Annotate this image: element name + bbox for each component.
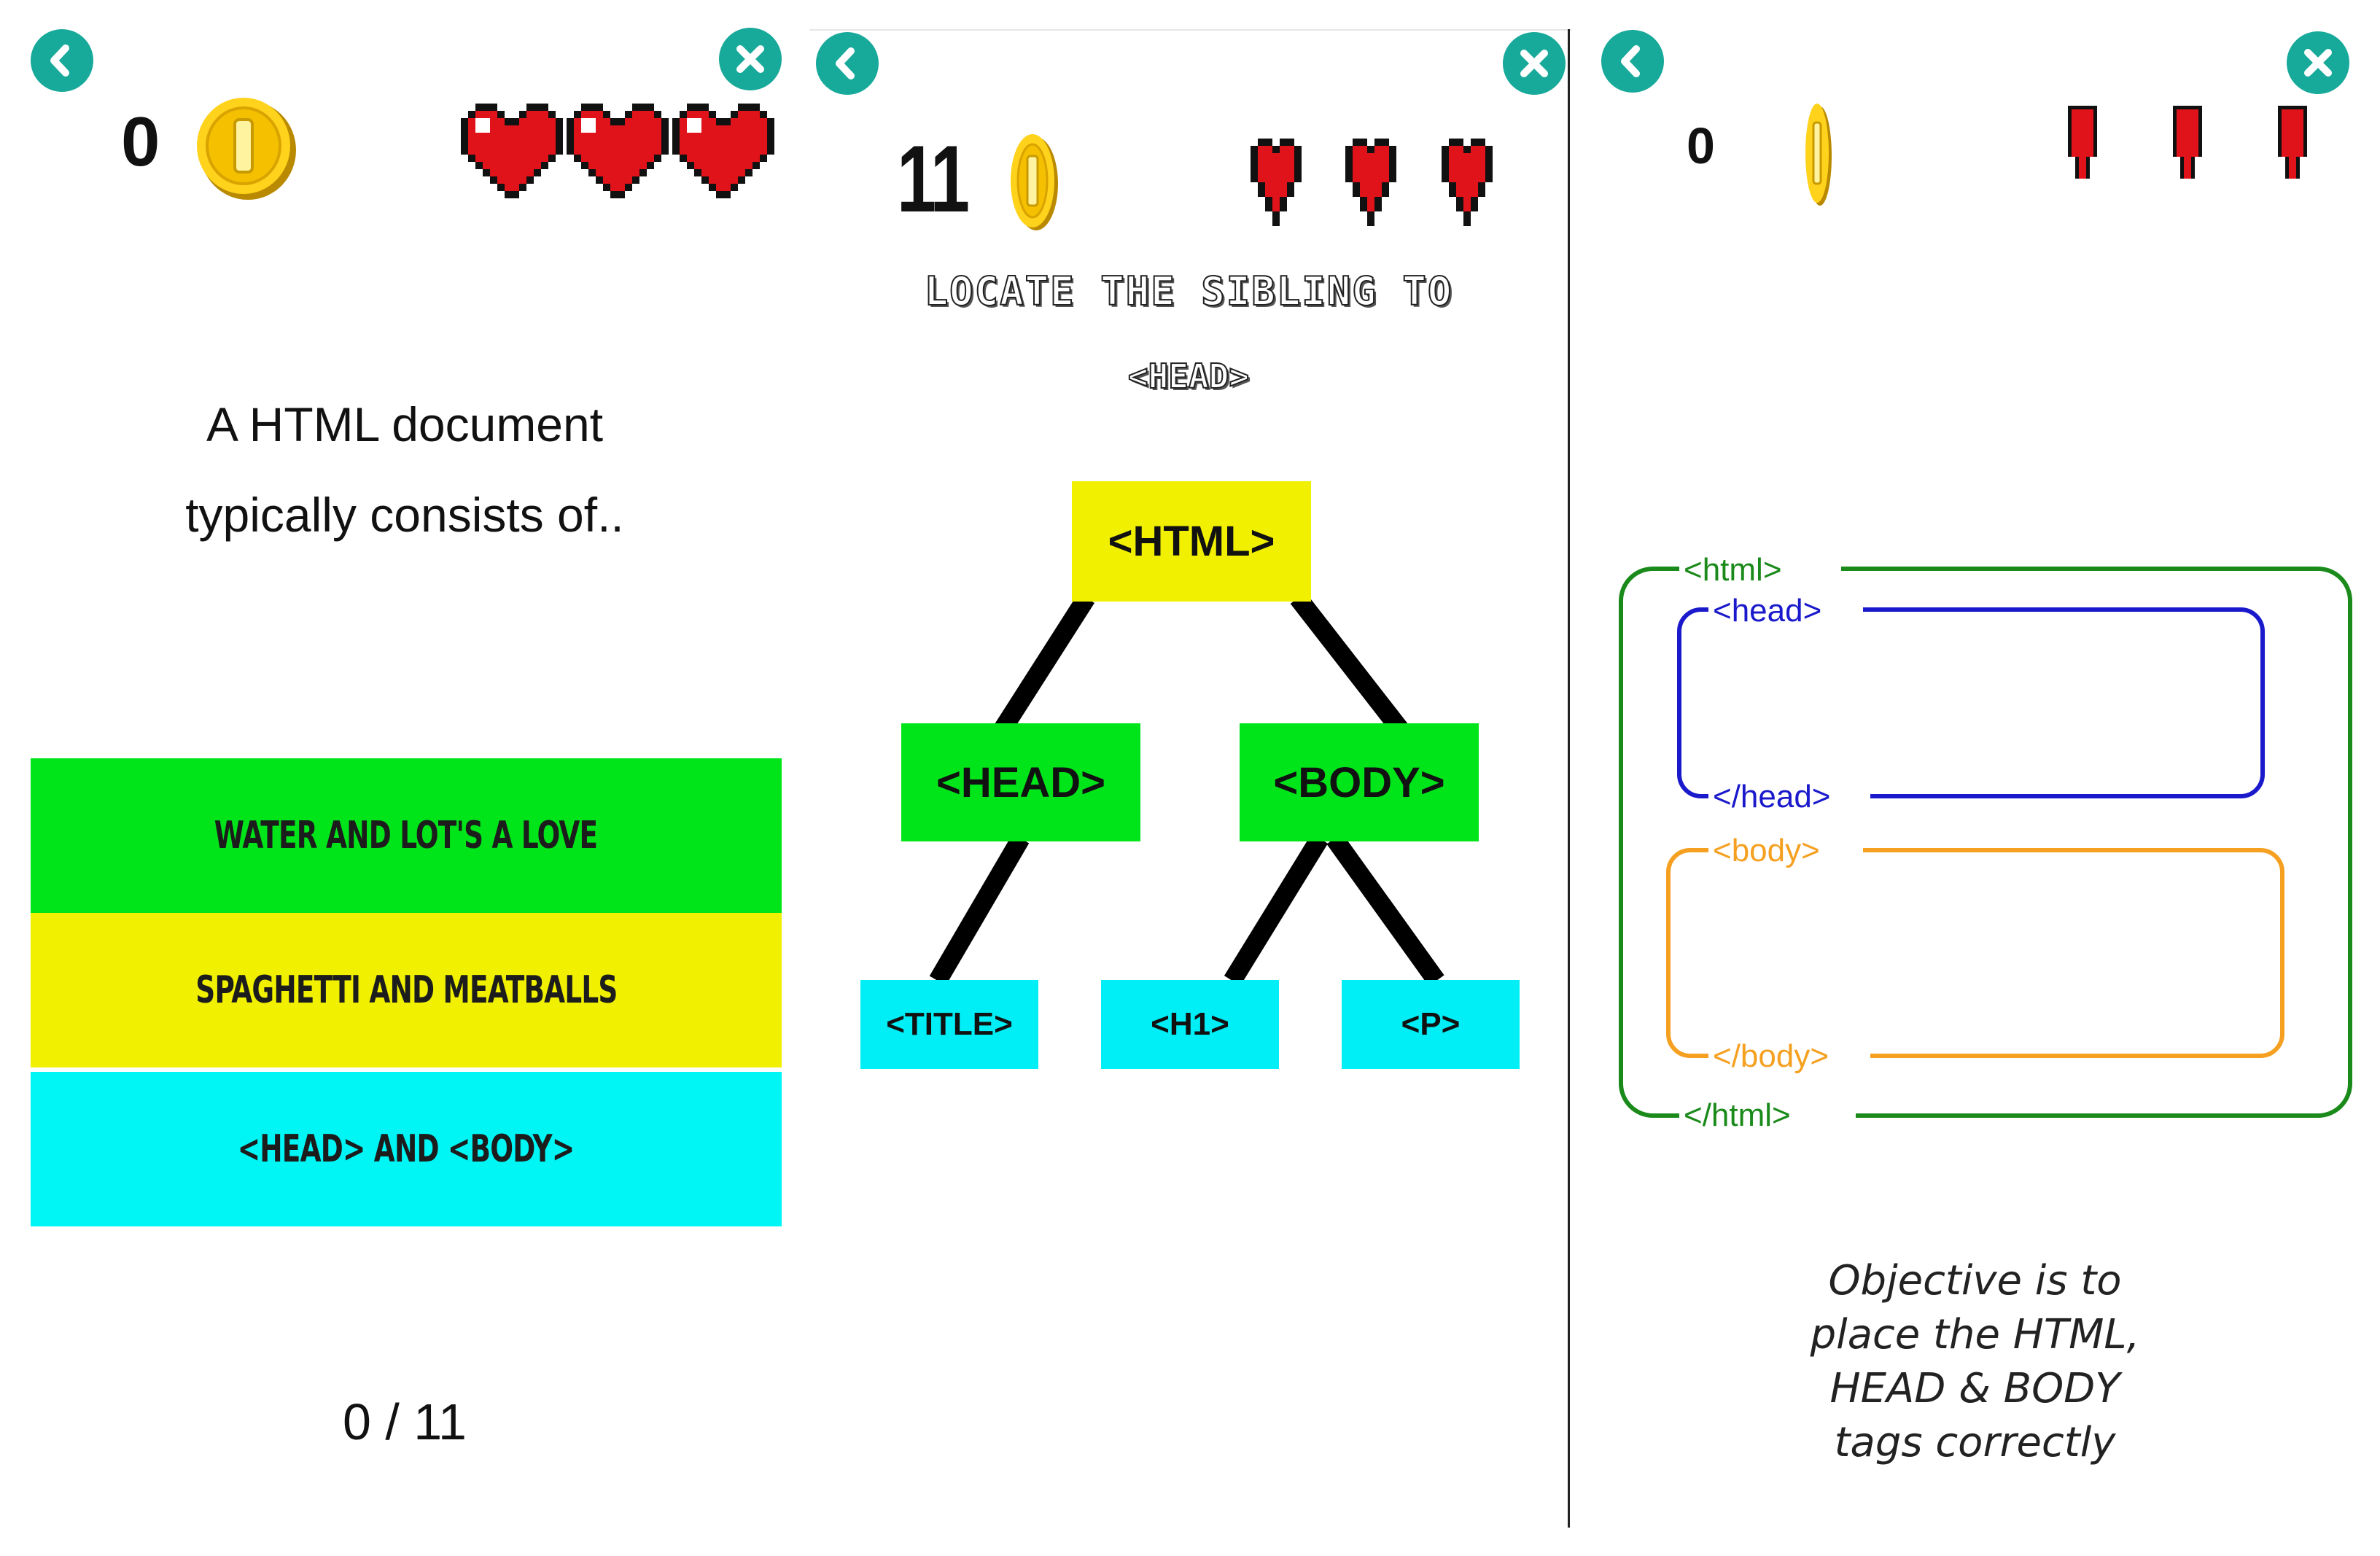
coin-count: 0 (121, 103, 160, 181)
close-x-icon (2304, 49, 2332, 77)
head-open-tag: <head> (1708, 593, 1863, 629)
heart-icon (567, 104, 669, 198)
head-drop-zone[interactable] (1679, 610, 2263, 796)
heart-icon (461, 104, 563, 198)
gold-coin-icon (1011, 134, 1058, 230)
heart-icon (2173, 106, 2202, 201)
coin-count: 0 (1687, 117, 1715, 174)
objective-line: Objective is to (1828, 1257, 2122, 1304)
answer-option[interactable]: <HEAD> AND <BODY> (31, 1072, 782, 1226)
answer-option[interactable]: WATER AND LOT'S A LOVE (31, 758, 782, 913)
question-line: A HTML document (206, 397, 604, 451)
lives-hearts (2068, 106, 2316, 204)
close-button[interactable] (719, 28, 782, 90)
lives-hearts (1251, 139, 1568, 233)
html-close-tag: </html> (1679, 1097, 1856, 1134)
objective-line: tags correctly (1834, 1419, 2116, 1466)
prompt-text: LOCATE THE SIBLING TO <HEAD> (809, 262, 1568, 405)
close-x-icon (736, 45, 764, 73)
answer-label: WATER AND LOT'S A LOVE (214, 814, 598, 857)
coin-count: 11 (897, 125, 970, 232)
tree-node-head[interactable]: <HEAD> (901, 723, 1140, 841)
back-button[interactable] (816, 32, 879, 95)
screen-tree: 11 LOCATE THE SIBLING TO <HEAD> (809, 0, 1568, 1556)
head-close-tag: </head> (1708, 779, 1870, 815)
close-x-icon (1520, 50, 1548, 77)
heart-icon (672, 104, 774, 198)
close-button[interactable] (2287, 31, 2349, 94)
question-progress: 0 / 11 (343, 1393, 467, 1450)
prompt-line: <HEAD> (1127, 356, 1250, 397)
gold-coin-icon (197, 98, 296, 200)
heart-icon (1345, 139, 1396, 226)
body-drop-zone[interactable] (1668, 850, 2282, 1056)
back-arrow-icon (50, 44, 69, 77)
screen-border (809, 29, 1571, 31)
heart-icon (2068, 106, 2097, 201)
answer-option[interactable]: SPAGHETTI AND MEATBALLS (31, 913, 782, 1067)
tree-node-html[interactable]: <HTML> (1072, 481, 1311, 602)
objective-line: HEAD & BODY (1829, 1365, 2120, 1412)
body-open-tag: <body> (1708, 833, 1863, 869)
answer-label: SPAGHETTI AND MEATBALLS (195, 968, 618, 1012)
html-zone-frame (1619, 567, 2352, 1118)
tree-node-title[interactable]: <TITLE> (860, 980, 1038, 1069)
heart-icon (1251, 139, 1302, 226)
back-button[interactable] (1601, 30, 1664, 93)
answer-label: <HEAD> AND <BODY> (238, 1127, 575, 1171)
tree-connectors (929, 592, 1444, 987)
prompt-line: LOCATE THE SIBLING TO (924, 268, 1453, 315)
screen-quiz: 0 A HTML document typically consists of.… (0, 0, 795, 1556)
back-button[interactable] (31, 29, 93, 92)
html-open-tag: <html> (1679, 552, 1841, 588)
heart-icon (1442, 139, 1493, 226)
gold-coin-icon (1805, 104, 1832, 206)
screen-divider (1568, 29, 1570, 1528)
objective-line: place the HTML, (1810, 1311, 2140, 1358)
lives-hearts (461, 102, 774, 200)
question-text: A HTML document typically consists of.. (0, 379, 795, 560)
back-arrow-icon (836, 47, 855, 79)
back-arrow-icon (1621, 45, 1640, 77)
screen-drag-drop: 0 <html> </html> <head> </head> <body> <… (1570, 0, 2380, 1556)
heart-icon (2278, 106, 2307, 201)
tree-node-body[interactable]: <BODY> (1240, 723, 1479, 841)
question-line: typically consists of.. (185, 488, 624, 542)
objective-text: Objective is to place the HTML, HEAD & B… (1570, 1254, 2380, 1470)
tree-node-h1[interactable]: <H1> (1101, 980, 1279, 1069)
tree-node-p[interactable]: <P> (1342, 980, 1520, 1069)
body-close-tag: </body> (1708, 1038, 1870, 1075)
close-button[interactable] (1503, 32, 1566, 95)
